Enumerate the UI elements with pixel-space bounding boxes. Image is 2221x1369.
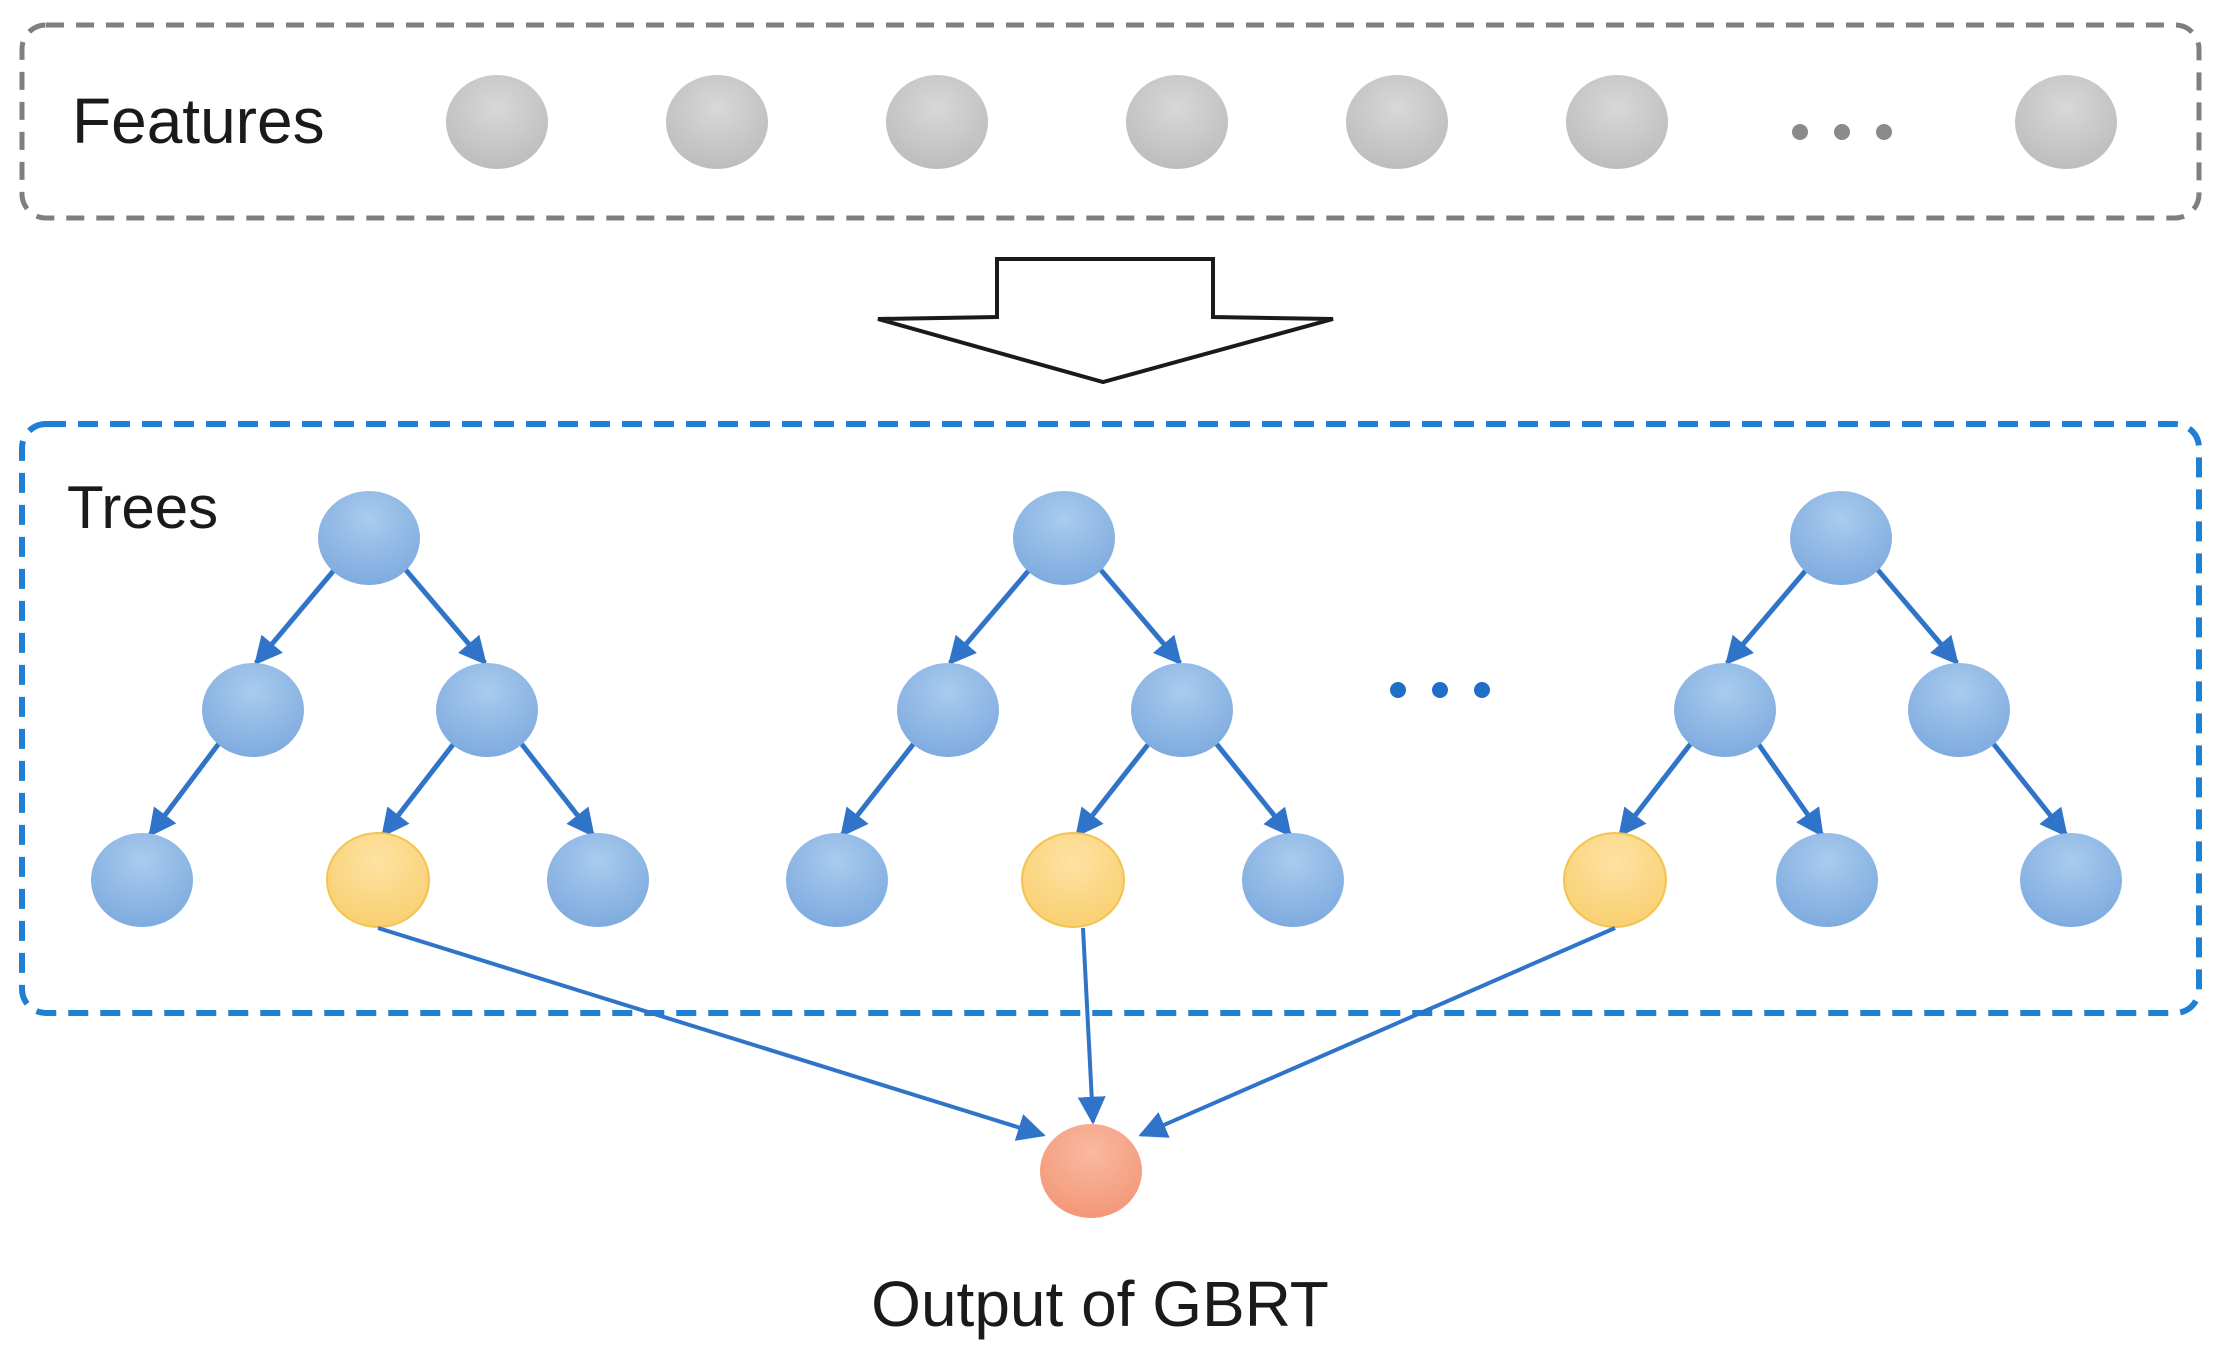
selected-leaf [326, 832, 430, 928]
tree-1-edges [148, 567, 595, 838]
tree-leaf [91, 833, 193, 927]
tree-node [1674, 663, 1776, 757]
tree-3-edges [1618, 567, 2068, 838]
tree-leaf [547, 833, 649, 927]
tree-node [897, 663, 999, 757]
tree-leaf [1242, 833, 1344, 927]
down-arrow [877, 257, 1334, 385]
output-edges [377, 926, 1616, 1141]
tree-node [1131, 663, 1233, 757]
trees-label: Trees [67, 474, 218, 541]
tree-2-edges [840, 567, 1292, 838]
trees-panel: Trees [19, 421, 2202, 1016]
features-ellipsis [1792, 124, 1892, 140]
tree-node [318, 491, 420, 585]
tree-node [1013, 491, 1115, 585]
feature-node [2015, 75, 2117, 169]
features-label: Features [72, 85, 325, 157]
selected-leaf [1021, 832, 1125, 928]
trees-border [19, 421, 2202, 1016]
trees-ellipsis [1390, 682, 1490, 698]
feature-node [666, 75, 768, 169]
tree-leaf [1776, 833, 1878, 927]
tree-node [1790, 491, 1892, 585]
feature-node [886, 75, 988, 169]
features-border [19, 22, 2202, 221]
tree-leaf [2020, 833, 2122, 927]
tree-1 [91, 491, 649, 928]
tree-leaf [786, 833, 888, 927]
output-label: Output of GBRT [871, 1268, 1329, 1340]
tree-node [1908, 663, 2010, 757]
tree-2 [786, 491, 1344, 928]
selected-leaf [1563, 832, 1667, 928]
feature-node [1346, 75, 1448, 169]
output-node [1040, 1124, 1142, 1218]
feature-node [1566, 75, 1668, 169]
tree-node [202, 663, 304, 757]
feature-node [1126, 75, 1228, 169]
tree-3 [1563, 491, 2122, 928]
tree-node [436, 663, 538, 757]
feature-node [446, 75, 548, 169]
features-panel: Features [19, 22, 2202, 221]
